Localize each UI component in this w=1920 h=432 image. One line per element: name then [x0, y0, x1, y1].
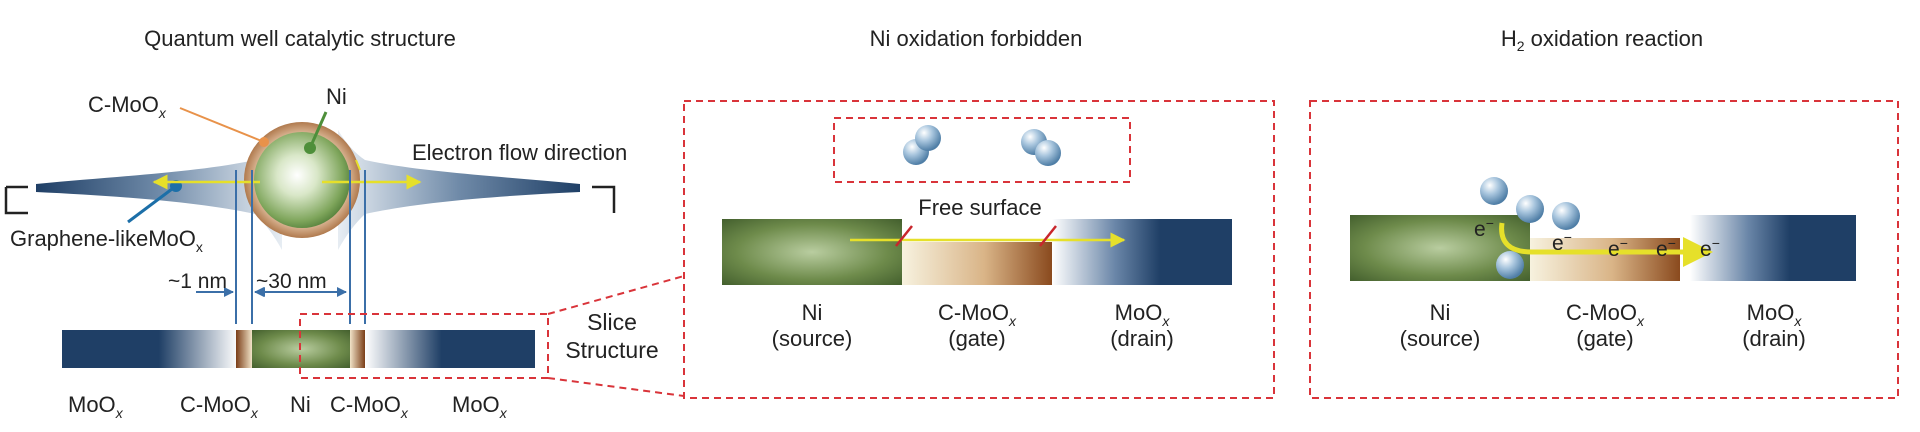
- electron-symbol: e−: [1656, 235, 1676, 261]
- right-frame: [1309, 100, 1899, 399]
- h2-atom: [915, 125, 941, 151]
- electron-symbol: e−: [1608, 235, 1628, 261]
- h2-atom: [1552, 202, 1580, 230]
- drain-label-line1: MoOx: [1747, 300, 1803, 329]
- electron-flow-path: [1499, 222, 1713, 267]
- bottom-label-ni: Ni: [290, 392, 311, 417]
- slice-label-line2: Structure: [565, 337, 658, 363]
- c-moox-label: C-MoOx: [88, 92, 167, 121]
- electron-flow-tick: [355, 159, 361, 171]
- electron-symbol: e−: [1474, 215, 1494, 241]
- dim-30nm-label: ~30 nm: [256, 270, 327, 293]
- dim-1nm-label: ~1 nm: [168, 270, 227, 293]
- free-surface-tick-left: [895, 225, 913, 247]
- bracket-right: [592, 185, 616, 213]
- electron-flow-label: Electron flow direction: [412, 140, 627, 165]
- c-moox-pointer-line: [179, 107, 265, 143]
- ni-source-label-line2: (source): [772, 326, 853, 351]
- ni-core-sphere: [254, 132, 350, 228]
- panel-left: Quantum well catalytic structure C-MoOx …: [4, 26, 685, 421]
- ni-source-label-line1: Ni: [1430, 300, 1451, 325]
- middle-frame: [683, 100, 1275, 399]
- drain-label-line2: (drain): [1742, 326, 1806, 351]
- panel-middle: Ni oxidation forbidden Free surface Ni (…: [683, 26, 1275, 399]
- ni-label: Ni: [326, 84, 347, 109]
- gate-label-line1: C-MoOx: [1566, 300, 1645, 329]
- ni-source-bar: [722, 219, 902, 285]
- free-surface-label: Free surface: [918, 195, 1042, 220]
- graphene-like-moox-label: Graphene-likeMoOx: [10, 226, 203, 255]
- panel-right: H2 oxidation reaction e− e− e− e− e− Ni …: [1309, 26, 1899, 399]
- gate-label-line1: C-MoOx: [938, 300, 1017, 329]
- bracket-left: [4, 185, 28, 215]
- bottom-label-cmo-right: C-MoOx: [330, 392, 409, 421]
- panel-left-title: Quantum well catalytic structure: [144, 26, 456, 51]
- slice-bar-moox-right: [365, 330, 535, 368]
- h2-atom: [1496, 251, 1524, 279]
- h2-inset-box: [833, 117, 1131, 183]
- h2-atom: [1035, 140, 1061, 166]
- ni-source-label-line2: (source): [1400, 326, 1481, 351]
- slice-callout-line-bottom: [547, 377, 685, 397]
- graphene-wing-left: [36, 130, 282, 250]
- c-moox-gate-bar: [902, 242, 1052, 285]
- slice-bar-moox-left: [62, 330, 238, 368]
- bottom-label-cmo-left: C-MoOx: [180, 392, 259, 421]
- drain-label-line2: (drain): [1110, 326, 1174, 351]
- slice-label-line1: Slice: [587, 309, 637, 335]
- ni-pointer-line: [308, 111, 328, 149]
- bottom-label-moox-left: MoOx: [68, 392, 124, 421]
- panel-right-title: H2 oxidation reaction: [1501, 26, 1703, 54]
- graphene-wing-right: [338, 130, 580, 250]
- drain-label-line1: MoOx: [1115, 300, 1171, 329]
- slice-bar-cmo-right: [350, 330, 365, 368]
- h2-atom: [1480, 177, 1508, 205]
- electron-symbol: e−: [1700, 235, 1720, 261]
- ni-source-label-line1: Ni: [802, 300, 823, 325]
- free-surface-tick-right: [1039, 225, 1057, 247]
- panel-middle-title: Ni oxidation forbidden: [870, 26, 1083, 51]
- moox-drain-bar: [1690, 215, 1856, 281]
- gate-label-line2: (gate): [948, 326, 1005, 351]
- h2-atom: [1516, 195, 1544, 223]
- bottom-label-moox-right: MoOx: [452, 392, 508, 421]
- graphene-pointer-line: [127, 184, 177, 224]
- slice-bar-cmo-left: [236, 330, 252, 368]
- electron-symbol: e−: [1552, 229, 1572, 255]
- slice-selection-box: [299, 313, 549, 379]
- c-moox-gate-bar: [1530, 238, 1680, 281]
- gate-label-line2: (gate): [1576, 326, 1633, 351]
- moox-drain-bar: [1052, 219, 1232, 285]
